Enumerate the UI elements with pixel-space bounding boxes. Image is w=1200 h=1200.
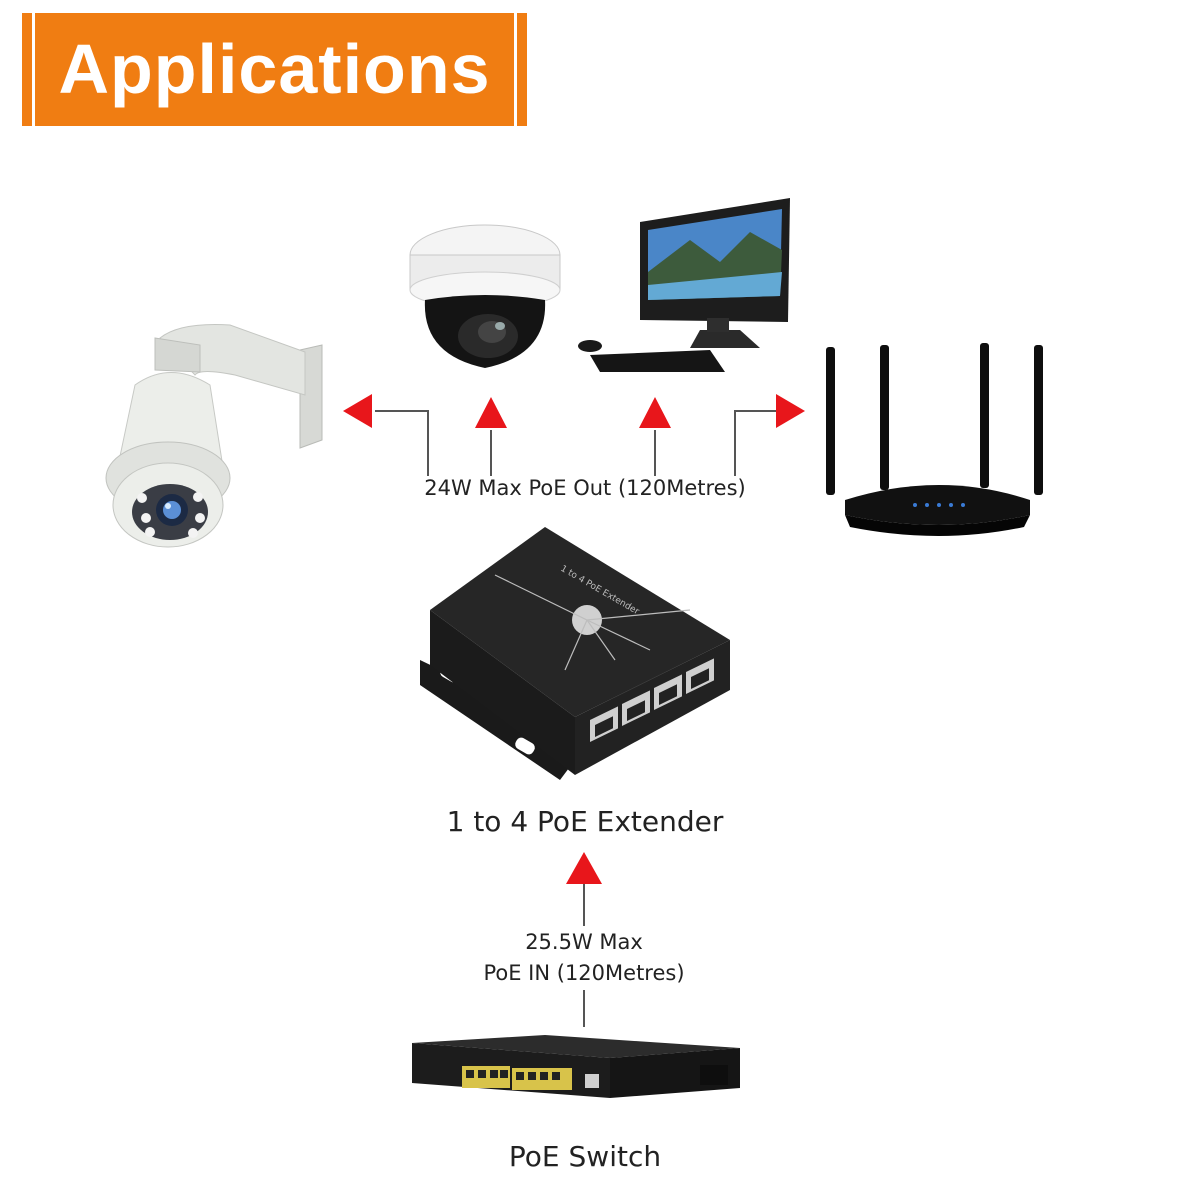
desktop-computer-icon: [578, 198, 790, 372]
banner-right-rule: [514, 13, 517, 126]
arrow-right-icon: [776, 394, 805, 428]
arrow-up-icon: [475, 397, 507, 428]
poe-in-label-line2: PoE IN (120Metres): [483, 961, 685, 985]
ptz-camera-icon: [105, 324, 323, 548]
poe-out-connectors: [375, 410, 780, 476]
extender-label: 1 to 4 PoE Extender: [446, 805, 724, 838]
page-title: Applications: [58, 30, 491, 108]
wifi-router-icon: [826, 343, 1043, 536]
poe-out-label: 24W Max PoE Out (120Metres): [424, 476, 746, 500]
arrow-left-icon: [343, 394, 372, 428]
switch-label: PoE Switch: [508, 1140, 662, 1173]
header-banner: Applications: [22, 13, 527, 126]
poe-extender-icon: 1 to 4 PoE Extender: [420, 527, 730, 780]
poe-switch-icon: [412, 1035, 740, 1098]
arrow-up-icon: [566, 852, 602, 884]
arrow-up-icon: [639, 397, 671, 428]
banner-left-rule: [32, 13, 35, 126]
poe-in-label-line1: 25.5W Max: [525, 930, 643, 954]
dome-camera-icon: [409, 224, 561, 368]
